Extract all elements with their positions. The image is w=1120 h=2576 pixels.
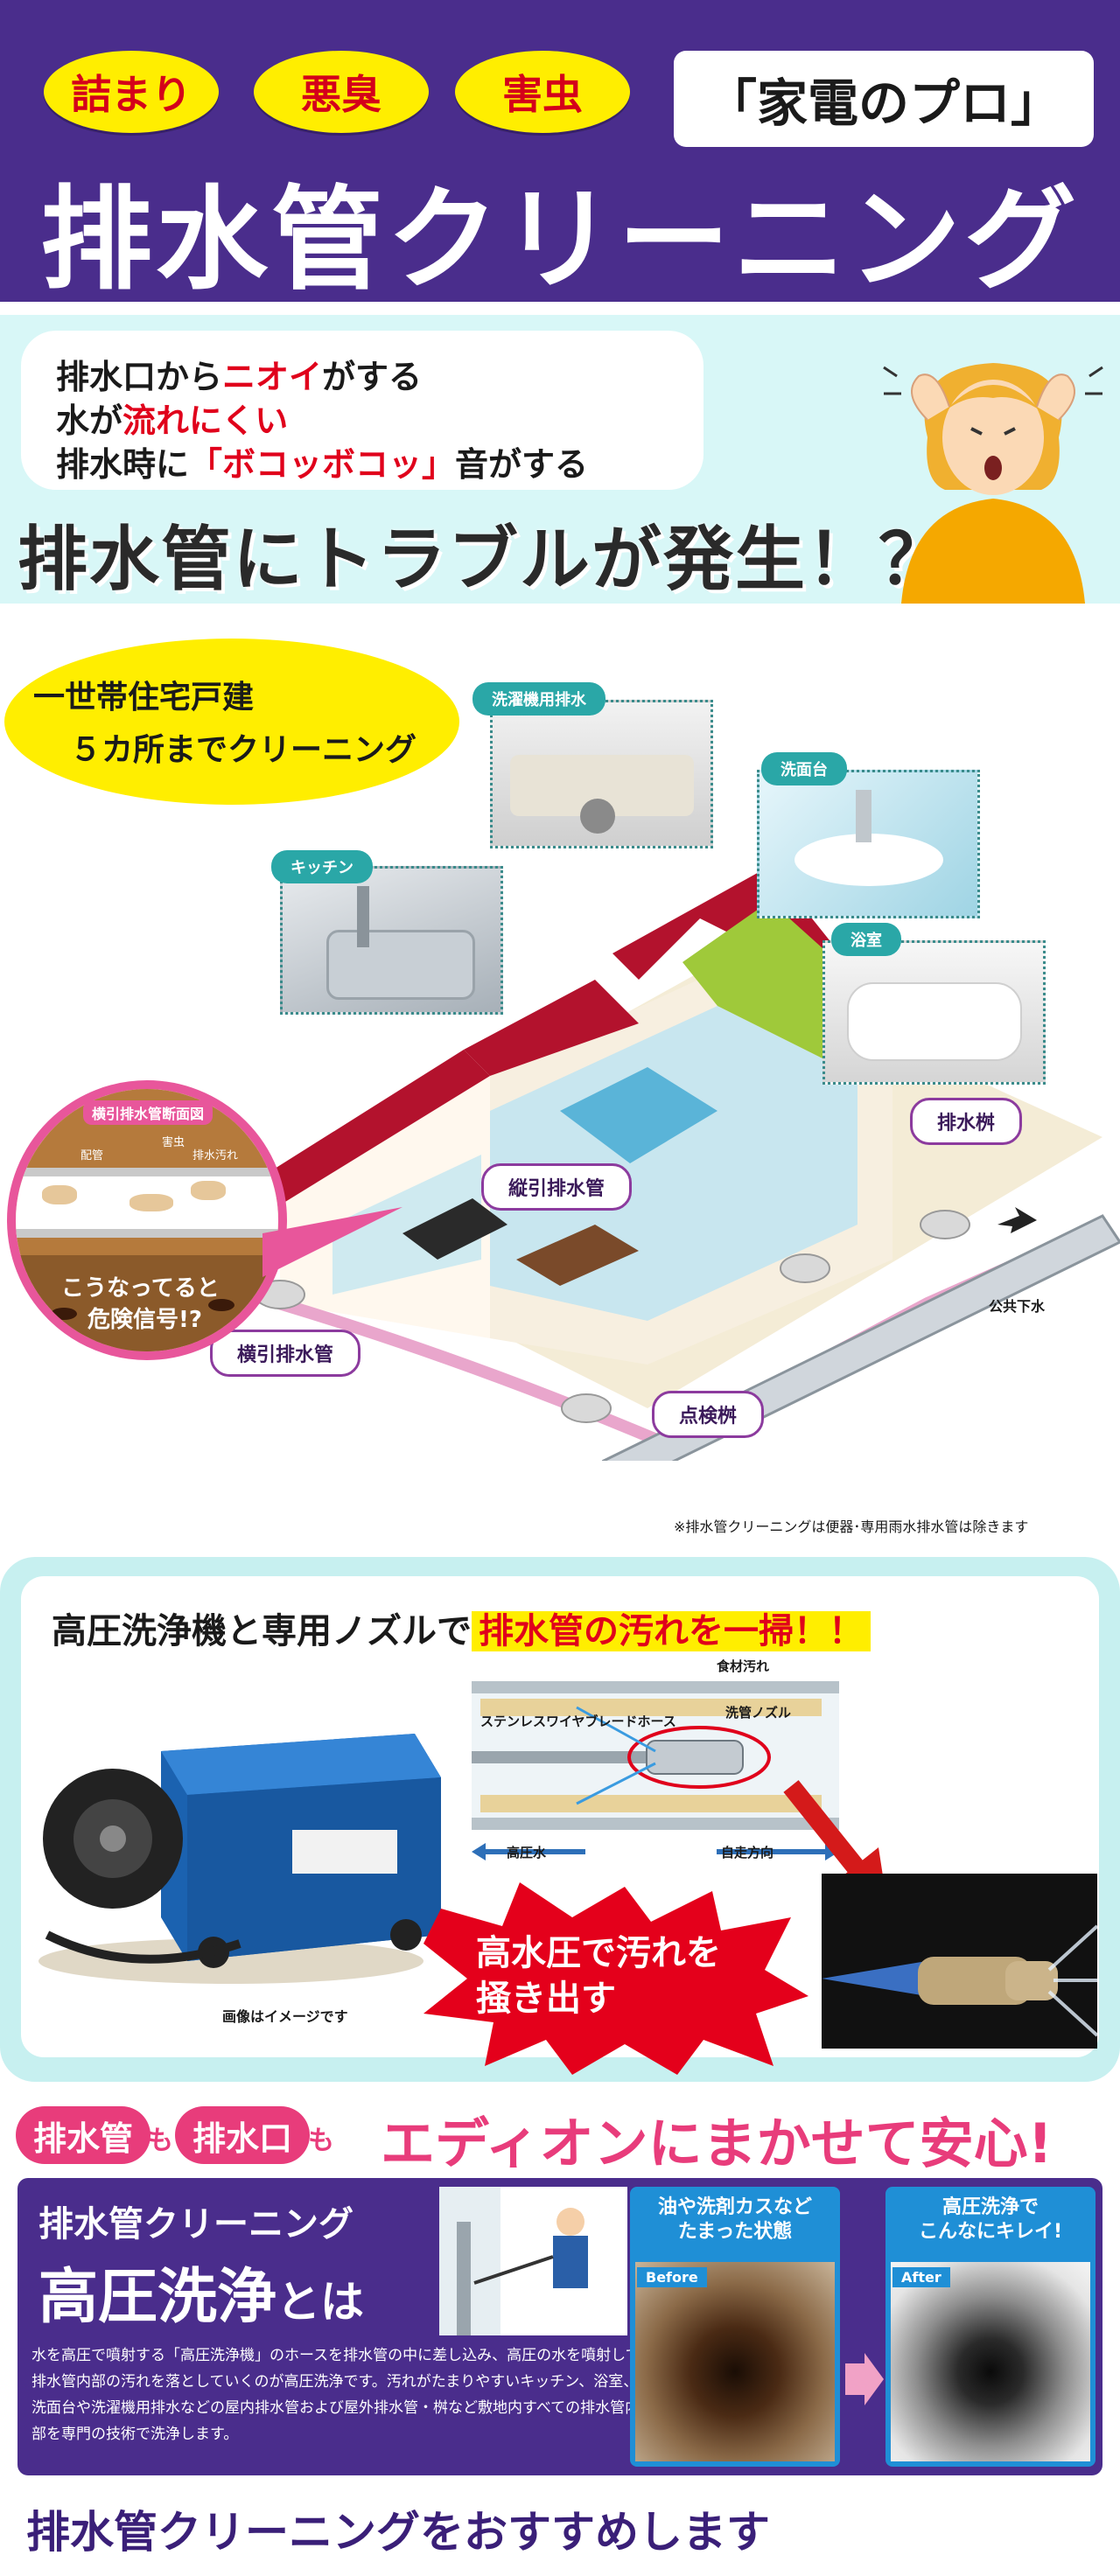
- high-pressure-washer-image: [38, 1734, 441, 1984]
- house-diagram-section: 一世帯住宅戸建 ５カ所までクリーニング 洗濯機用排水 洗面台: [0, 621, 1120, 1548]
- after-photo: [891, 2262, 1090, 2461]
- nozzle-headline: 高圧洗浄機と専用ノズルで排水管の汚れを一掃！！: [52, 1602, 871, 1653]
- trouble-text: 音がする: [455, 445, 589, 484]
- label-propulsion: 自走方向: [721, 1845, 774, 1860]
- pro-badge: 「家電のプロ」: [674, 51, 1094, 147]
- cross-section-title: 横引排水管断面図: [83, 1100, 214, 1125]
- label-hose: ステンレスワイヤブレードホース: [480, 1714, 676, 1729]
- trouble-line-sound: 排水時に「ボコッボコッ」音がする: [56, 437, 588, 485]
- pill-odor: 悪臭: [254, 51, 429, 133]
- after-caption-line1: 高圧洗浄で: [942, 2196, 1039, 2218]
- trouble-highlight: ニオイ: [222, 358, 323, 396]
- pipe-cross-section: [7, 1080, 287, 1360]
- nozzle-section: 高圧洗浄機と専用ノズルで排水管の汚れを一掃！！ 画像はイメージです: [0, 1557, 1120, 2082]
- before-panel: 油や洗剤カスなど たまった状態 Before: [630, 2187, 840, 2467]
- pill-clog: 詰まり: [44, 51, 219, 133]
- label-catch-basin: 排水桝: [910, 1098, 1023, 1145]
- pressure-burst: [424, 1882, 808, 2075]
- washbasin-photo: [757, 770, 980, 918]
- nozzle-headline-highlight: 排水管の汚れを一掃！！: [472, 1611, 871, 1651]
- before-photo: [635, 2262, 835, 2461]
- edion-headline: エディオンにまかせて安心!: [381, 2112, 1053, 2175]
- warning-line2: 危険信号!?: [88, 1307, 202, 1333]
- edion-particle-2: も: [308, 2126, 334, 2156]
- explain-description: 水を高圧で噴射する「高圧洗浄機」のホースを排水管の中に差し込み、高圧の水を噴射し…: [32, 2347, 640, 2443]
- label-dirt: 排水汚れ: [192, 1149, 239, 1162]
- before-caption-line2: たまった状態: [677, 2221, 793, 2243]
- explain-subtitle: 高圧洗浄とは: [38, 2248, 364, 2335]
- trouble-section: 排水口からニオイがする 水が流れにくい 排水時に「ボコッボコッ」音がする 排水管…: [0, 315, 1120, 604]
- worried-woman-illustration: [883, 363, 1103, 604]
- trouble-headline: 排水管にトラブルが発生！？: [18, 519, 950, 600]
- footer-recommendation: 排水管クリーニングをおすすめします: [26, 2507, 770, 2558]
- burst-line2: 掻き出す: [476, 1979, 616, 2019]
- coverage-oval: [4, 639, 459, 805]
- edion-pill-outlet: 排水口: [175, 2106, 311, 2164]
- after-caption-line2: こんなにキレイ!: [918, 2221, 1063, 2243]
- trouble-highlight: 流れにくい: [122, 401, 289, 440]
- bathtub-photo: [822, 940, 1046, 1085]
- explain-title: 排水管クリーニング: [38, 2204, 354, 2244]
- edion-pill-pipe: 排水管: [16, 2106, 151, 2164]
- trouble-text: 水が: [56, 401, 123, 440]
- after-caption: 高圧洗浄で こんなにキレイ!: [886, 2196, 1096, 2244]
- trouble-highlight: 「ボコッボコッ」: [189, 445, 456, 484]
- pill-pest: 害虫: [455, 51, 630, 133]
- header-banner: 詰まり 悪臭 害虫 「家電のプロ」 排水管クリーニング: [0, 0, 1120, 305]
- trouble-text: 排水時に: [56, 445, 190, 484]
- nozzle-pipe-diagram: [472, 1681, 839, 1860]
- before-caption-line1: 油や洗剤カスなど: [657, 2196, 812, 2218]
- label-pipe: 配管: [80, 1149, 104, 1162]
- kitchen-sink-photo: [280, 866, 503, 1015]
- before-caption: 油や洗剤カスなど たまった状態: [630, 2196, 840, 2244]
- label-washbasin: 洗面台: [761, 752, 847, 785]
- burst-line1: 高水圧で汚れを: [476, 1933, 721, 1973]
- edion-particle-1: も: [147, 2126, 173, 2156]
- label-bath: 浴室: [831, 923, 901, 956]
- page-title: 排水管クリーニング: [39, 175, 1080, 305]
- arrow-right-icon: [845, 2353, 884, 2405]
- warning-line1: こうなってると: [61, 1275, 220, 1302]
- nozzle-panel: 高圧洗浄機と専用ノズルで排水管の汚れを一掃！！ 画像はイメージです: [21, 1576, 1099, 2075]
- trouble-line-odor: 排水口からニオイがする: [56, 350, 422, 398]
- explain-box: 排水管クリーニング 高圧洗浄とは 水を高圧で噴射する「高圧洗浄機」のホースを排水…: [18, 2178, 1102, 2475]
- exclusion-note: ※排水管クリーニングは便器･専用雨水排水管は除きます: [674, 1518, 1029, 1535]
- label-vertical-pipe: 縦引排水管: [481, 1163, 633, 1211]
- label-laundry: 洗濯機用排水: [472, 682, 606, 716]
- edion-banner: 排水管 も 排水口 も エディオンにまかせて安心!: [0, 2099, 1120, 2175]
- label-high-pressure-water: 高圧水: [507, 1845, 547, 1860]
- explain-subtitle-main: 高圧洗浄: [38, 2263, 277, 2332]
- trouble-text: がする: [322, 358, 423, 396]
- laundry-drain-photo: [490, 700, 713, 848]
- nozzle-photo: [822, 1874, 1097, 2049]
- label-kitchen: キッチン: [271, 850, 373, 883]
- after-tag: After: [892, 2267, 950, 2287]
- coverage-line2: ５カ所までクリーニング: [70, 732, 417, 768]
- label-public-sewer: 公共下水: [989, 1298, 1046, 1315]
- worker-illustration: [439, 2187, 627, 2335]
- label-inspection-basin: 点検桝: [652, 1391, 765, 1438]
- label-nozzle: 洗管ノズル: [725, 1705, 792, 1721]
- after-panel: 高圧洗浄で こんなにキレイ! After: [886, 2187, 1096, 2467]
- label-food-dirt: 食材汚れ: [717, 1658, 770, 1674]
- pointer-arrow: [262, 1207, 402, 1277]
- nozzle-headline-text: 高圧洗浄機と専用ノズルで: [52, 1611, 472, 1651]
- label-pest: 害虫: [162, 1136, 186, 1149]
- trouble-text: 排水口から: [56, 358, 223, 396]
- trouble-line-flow: 水が流れにくい: [56, 394, 288, 442]
- coverage-line1: 一世帯住宅戸建: [33, 680, 255, 716]
- speech-bubble: 排水口からニオイがする 水が流れにくい 排水時に「ボコッボコッ」音がする: [21, 331, 704, 490]
- image-note: 画像はイメージです: [222, 2008, 348, 2025]
- before-tag: Before: [637, 2267, 707, 2287]
- explain-subtitle-suffix: とは: [276, 2277, 365, 2328]
